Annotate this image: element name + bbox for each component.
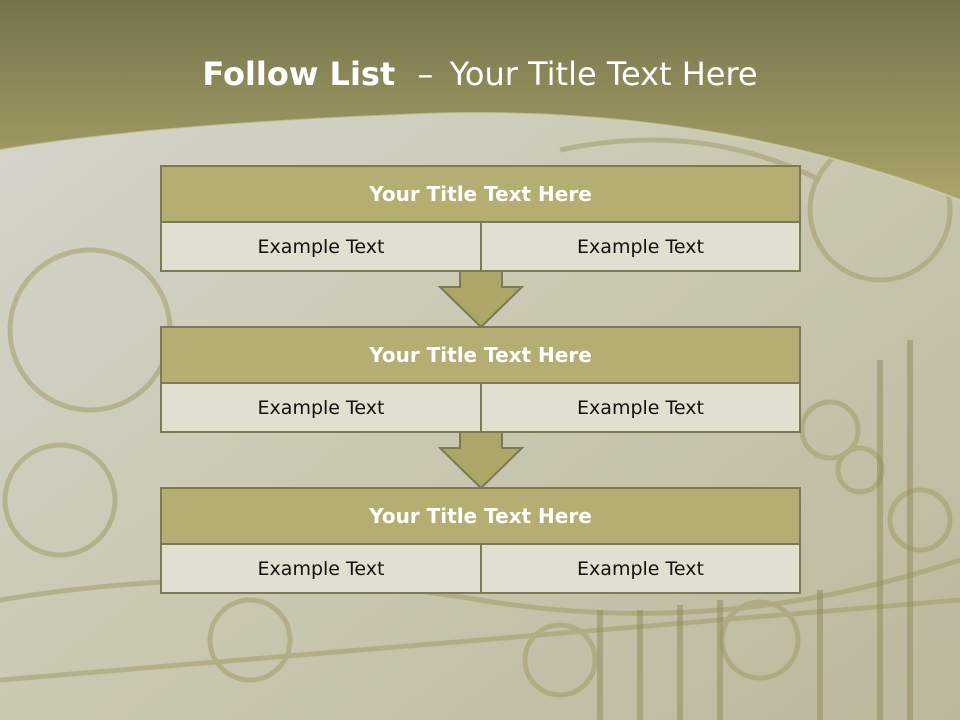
block-left-cell: Example Text — [162, 384, 482, 431]
list-block-3: Your Title Text Here Example Text Exampl… — [160, 487, 801, 594]
list-block-1: Your Title Text Here Example Text Exampl… — [160, 165, 801, 272]
block-right-cell: Example Text — [482, 223, 799, 270]
title-rest: Your Title Text Here — [449, 55, 758, 93]
slide-title: Follow List – Your Title Text Here — [0, 55, 960, 93]
block-title: Your Title Text Here — [162, 167, 799, 223]
block-title: Your Title Text Here — [162, 328, 799, 384]
list-block-2: Your Title Text Here Example Text Exampl… — [160, 326, 801, 433]
block-left-cell: Example Text — [162, 545, 482, 592]
title-dash: – — [417, 55, 434, 93]
block-right-cell: Example Text — [482, 384, 799, 431]
down-arrow-icon — [438, 432, 524, 490]
title-bold: Follow List — [202, 55, 396, 93]
block-left-cell: Example Text — [162, 223, 482, 270]
block-right-cell: Example Text — [482, 545, 799, 592]
down-arrow-icon — [438, 271, 524, 329]
block-title: Your Title Text Here — [162, 489, 799, 545]
